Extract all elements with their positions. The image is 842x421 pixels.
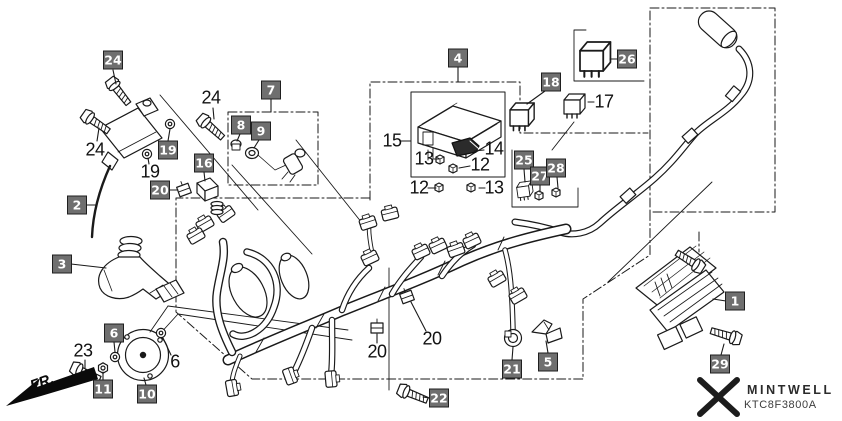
callout-box-2[interactable]: 2	[67, 195, 87, 215]
callout-leader-lines	[70, 58, 727, 399]
leader-line	[720, 343, 725, 356]
leader-line	[236, 133, 241, 142]
horn-drawing	[116, 305, 179, 382]
stay-5-drawing	[531, 319, 563, 344]
leader-line	[70, 263, 107, 269]
washer-6b	[155, 327, 167, 339]
bolt-29	[708, 323, 744, 348]
connector-21	[503, 328, 523, 348]
leader-line	[253, 139, 260, 149]
harness-connectors	[184, 200, 529, 398]
callout-box-29[interactable]: 29	[710, 354, 730, 374]
fuse-13b	[466, 182, 476, 193]
callout-box-26[interactable]: 26	[617, 49, 637, 69]
group-boundaries	[175, 7, 776, 380]
callout-box-5[interactable]: 5	[538, 352, 558, 372]
callout-box-10[interactable]: 10	[137, 384, 157, 404]
brand-logo-mark	[697, 377, 740, 417]
ignition-coil-drawing	[99, 97, 163, 171]
callout-box-19[interactable]: 19	[158, 140, 178, 160]
relay-18	[509, 102, 535, 132]
group-box-harness	[175, 197, 651, 380]
leader-line	[113, 341, 116, 353]
cable-boot	[697, 10, 738, 49]
clamp-20-upper	[174, 178, 192, 198]
callout-box-6[interactable]: 6	[104, 323, 124, 343]
leader-line	[458, 165, 471, 169]
washer-6a	[109, 351, 121, 363]
cable-clamps	[619, 85, 742, 204]
group-box-4	[369, 81, 649, 201]
part-27	[534, 190, 544, 201]
callout-box-20[interactable]: 20	[150, 180, 170, 200]
leader-line	[212, 107, 215, 120]
fuse-12a	[448, 163, 458, 174]
group-box-cable	[649, 7, 776, 213]
leader-line	[473, 149, 485, 152]
leader-line	[523, 168, 526, 183]
front-direction-arrow	[6, 367, 98, 406]
drawing-code: KTC8F3800A	[744, 399, 817, 411]
battery-cable-assembly	[511, 10, 754, 238]
nut-11	[97, 362, 109, 374]
mount-16-drawing	[196, 177, 219, 202]
fuse-box-group	[410, 91, 506, 178]
sensor-group	[230, 139, 306, 183]
callout-box-9[interactable]: 9	[251, 121, 271, 141]
bolt-24c	[194, 111, 228, 144]
plug-cap-drawing	[98, 235, 185, 303]
callout-box-28[interactable]: 28	[546, 158, 566, 178]
relay-26	[578, 40, 612, 78]
callout-box-24[interactable]: 24	[103, 50, 123, 70]
callout-box-4[interactable]: 4	[448, 48, 468, 68]
leader-line	[167, 128, 171, 142]
leader-line	[96, 127, 100, 142]
harness-boots	[228, 252, 310, 318]
leader-line	[511, 346, 514, 361]
sensor-body	[281, 148, 306, 183]
fasteners	[68, 74, 744, 408]
callout-box-21[interactable]: 21	[502, 359, 522, 379]
leader-line	[112, 69, 117, 85]
part-28	[551, 187, 561, 198]
callout-box-8[interactable]: 8	[231, 115, 251, 135]
brand-logo-text: MINTWELL	[747, 383, 834, 397]
leader-line	[143, 377, 147, 386]
leader-line	[410, 301, 427, 332]
callout-box-1[interactable]: 1	[725, 291, 745, 311]
callout-box-22[interactable]: 22	[429, 388, 449, 408]
washer-19b	[141, 148, 153, 160]
leader-line	[203, 171, 206, 182]
leader-line	[556, 176, 559, 189]
callout-box-25[interactable]: 25	[514, 150, 534, 170]
leader-line	[147, 157, 150, 165]
callout-box-16[interactable]: 16	[194, 153, 214, 173]
bolt-22	[395, 381, 431, 408]
relay-17	[563, 93, 586, 119]
leader-line	[545, 340, 549, 354]
plug-wire-drawing	[90, 164, 112, 239]
bolt-24b	[78, 107, 114, 138]
leader-line	[422, 396, 430, 399]
washer-19a	[164, 118, 176, 130]
callout-box-11[interactable]: 11	[93, 379, 113, 399]
callout-box-18[interactable]: 18	[541, 72, 561, 92]
clamp-20-a	[370, 318, 384, 334]
leader-line	[712, 298, 727, 302]
fuse-puller-drawing	[451, 137, 480, 157]
callout-box-7[interactable]: 7	[261, 80, 281, 100]
callout-box-3[interactable]: 3	[52, 254, 72, 274]
main-harness-drawing	[184, 200, 572, 398]
leader-line	[526, 90, 546, 105]
group-box-7	[227, 111, 319, 186]
bolt-24a	[103, 74, 135, 109]
leader-line	[162, 337, 172, 356]
